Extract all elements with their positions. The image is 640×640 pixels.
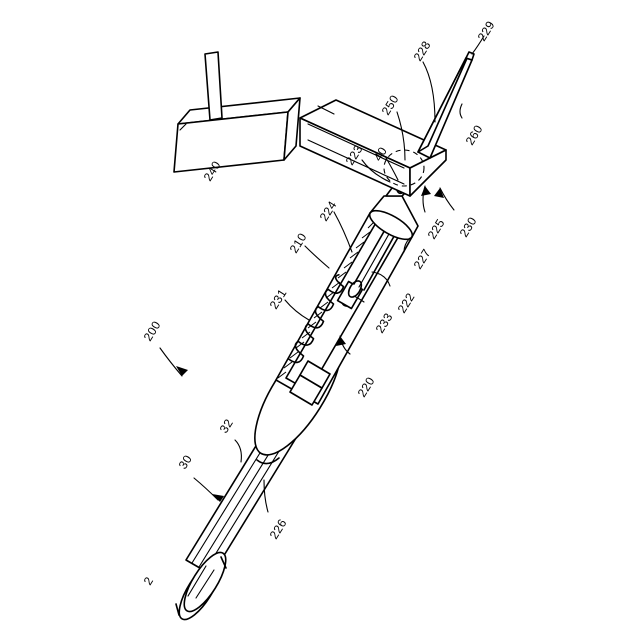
compression-spring [287,273,345,364]
label-222: 222 [395,290,418,315]
label-260: 260 [463,122,486,147]
label-32: 32 [217,416,236,435]
leader-lines [159,35,485,513]
removable-plate [173,51,301,173]
label-231: 231 [267,286,290,311]
label-250: 250 [379,92,402,117]
label-220: 220 [355,374,378,399]
label-40: 40 [371,144,390,163]
thumb-press [175,551,227,621]
label-227: 227 [411,246,434,271]
label-228: 228 [411,38,434,63]
syringe-barrel [275,212,413,406]
label-2: 2 [141,574,157,587]
piston-member [336,280,364,310]
label-229: 229 [475,18,498,43]
label-200: 200 [141,318,164,343]
label-224: 224 [317,198,340,223]
label-210: 210 [287,230,310,255]
label-30: 30 [176,452,195,471]
nozzle-tip [417,51,475,159]
detail-circle [383,149,425,187]
label-230: 230 [457,214,480,239]
label-225: 225 [425,216,448,241]
label-226: 226 [267,516,290,541]
label-233: 233 [373,310,396,335]
